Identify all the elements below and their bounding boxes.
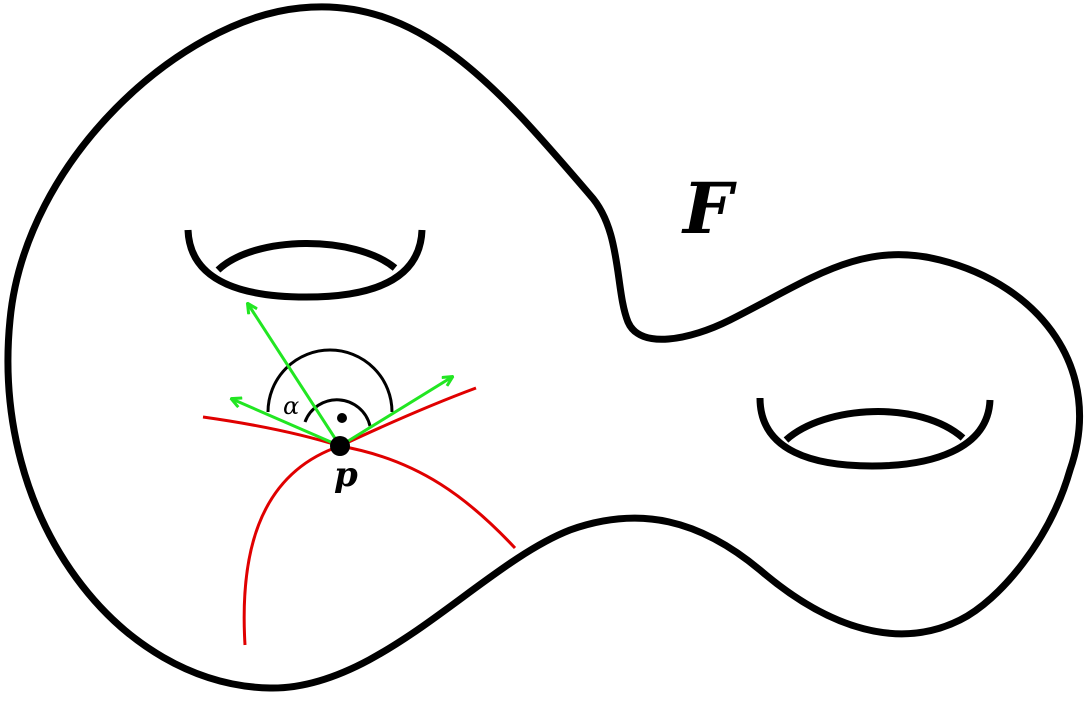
hole-left-lower-arc: [184, 229, 426, 301]
curve-red-lower: [242, 444, 517, 646]
handle-hole-right: [756, 397, 994, 470]
point-p-marker: [330, 436, 350, 456]
vector-left: [232, 399, 341, 448]
vector-right: [339, 377, 452, 448]
hole-right-lower-arc: [756, 397, 994, 470]
handle-hole-left: [184, 229, 426, 301]
surface-label: F: [681, 167, 737, 250]
angle-arc-alpha: [266, 348, 394, 413]
angle-label: α: [283, 392, 299, 420]
vector-upper-left: [248, 304, 342, 447]
angle-arc-right: [303, 398, 372, 427]
hole-left-upper-arc: [215, 240, 398, 273]
right-angle-dot: [337, 413, 347, 423]
surface-outline: [4, 3, 1083, 692]
point-label: p: [334, 455, 358, 495]
hole-right-upper-arc: [783, 408, 966, 443]
